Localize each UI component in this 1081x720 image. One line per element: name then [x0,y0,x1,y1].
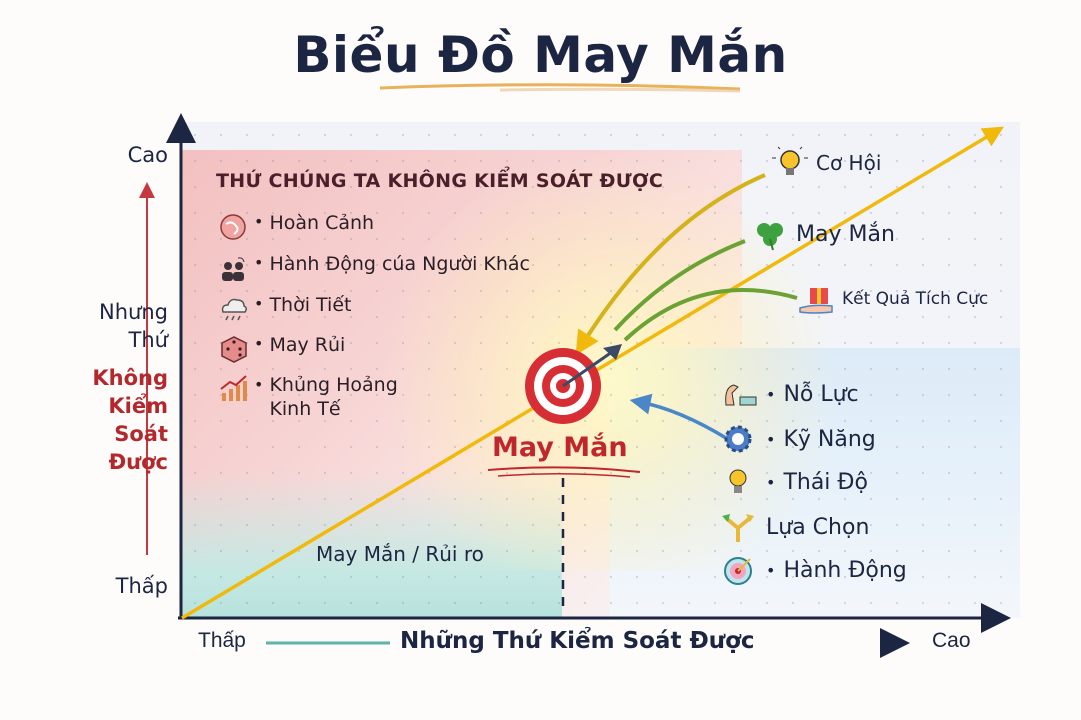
title-underline [380,83,740,93]
target-icon [724,557,752,585]
input-item: May Mắn [750,217,895,251]
x-axis-label: Những Thứ Kiểm Soát Được [400,628,755,654]
list-item-label: Thái Độ [783,469,868,495]
list-item-label: Hành Động [783,557,907,583]
y-axis-low: Thấp [115,574,168,598]
people-icon [222,257,245,281]
rain-cloud-icon [221,298,248,321]
y-axis-label-red-2: Kiểm [108,394,168,418]
page-title: Biểu Đồ May Mắn [293,26,788,84]
input-item: Kết Quả Tích Cực [798,282,988,316]
list-item: •Hành Động cúa Người Khác [218,253,530,283]
globe-icon [220,214,246,240]
y-axis-high: Cao [127,143,168,167]
list-item-label: Kỹ Năng [783,426,876,452]
list-item: •Hoàn Cảnh [218,212,374,242]
bullseye-icon [525,344,622,424]
list-item: •May Rủi [218,334,345,364]
x-axis-low: Thấp [198,629,246,652]
list-item: •Hành Động [720,553,907,587]
list-item-label-2: Kinh Tế [269,398,341,420]
y-axis-label-red-1: Không [92,366,168,390]
center-label: May Mắn [492,432,628,463]
list-item: •Kỹ Năng [720,422,876,456]
branching-arrows-icon [722,514,754,542]
input-item-label: May Mắn [796,221,895,247]
y-axis-label-red-4: Được [108,450,168,474]
y-axis-label-1: Nhưng [99,300,168,324]
list-item: •Thời Tiết [218,294,351,324]
lightbulb-icon [729,469,747,493]
input-item-label: Kết Quả Tích Cực [842,289,989,309]
list-item-label: Hoàn Cảnh [269,212,375,234]
list-item: •Nỗ Lực [720,377,859,411]
flexed-arm-icon [725,384,757,406]
list-item: •Thái Độ [720,465,868,499]
risk-zone-label: May Mắn / Rủi ro [316,542,484,566]
lightbulb-icon [772,146,808,175]
list-item: • Khủng Hoảng Kinh Tế [218,373,398,421]
list-item-label: Thời Tiết [269,294,352,316]
clover-icon [757,223,783,251]
list-item-label: Hành Động cúa Người Khác [269,253,531,275]
center-glow [380,150,840,570]
list-item-label: Lựa Chọn [766,514,870,540]
list-item-label: Khủng Hoảng [269,374,398,396]
dice-icon [221,336,247,363]
input-item-label: Cơ Hội [816,151,882,175]
uncontrollable-heading: THỨ CHÚNG TA KHÔNG KIỂM SOÁT ĐƯỢC [216,170,664,192]
y-axis-label-red-3: Soát [114,422,168,446]
list-item: Lựa Chọn [720,510,869,544]
gift-hand-icon [799,288,833,314]
gear-icon [724,425,752,453]
x-axis-high: Cao [932,629,971,652]
bar-chart-icon [220,375,247,401]
list-item-label: May Rủi [269,334,346,356]
input-item: Cơ Hội [770,146,881,180]
list-item-label: Nỗ Lực [783,381,859,407]
y-axis-label-2: Thứ [128,328,168,352]
